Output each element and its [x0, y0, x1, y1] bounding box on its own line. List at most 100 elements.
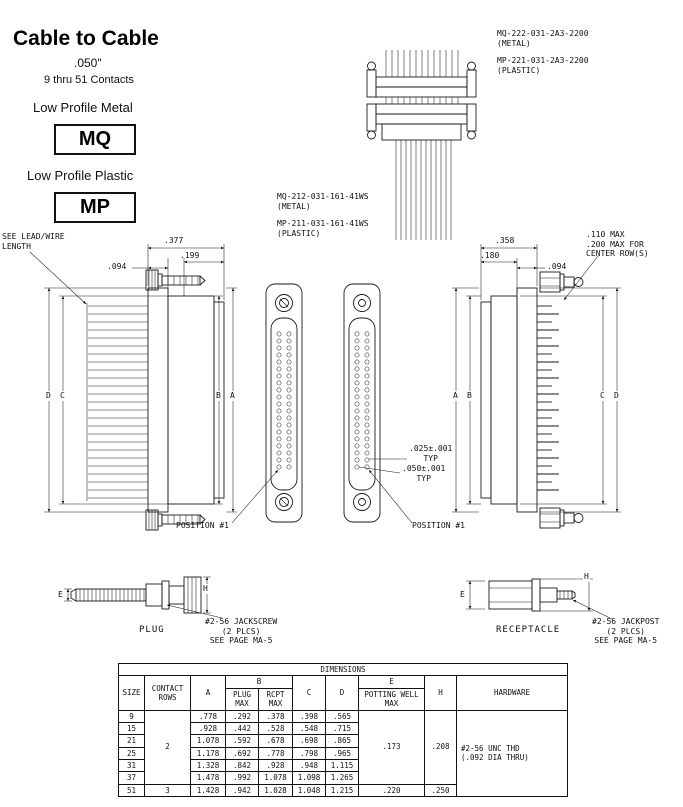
table-cell: 1.115	[325, 758, 359, 773]
table-cell: .942	[225, 783, 259, 798]
col-header-hardware: HARDWARE	[456, 675, 568, 711]
table-cell: .928	[258, 758, 293, 773]
contact-pitch-dim: .025±.001 TYP	[409, 444, 453, 463]
col-header-plug-max: PLUG MAX	[225, 687, 259, 711]
table-cell: .292	[225, 709, 259, 723]
dim-199-label: .199	[180, 251, 200, 260]
contact-row-dim: .050±.001 TYP	[402, 464, 446, 483]
col-header-c: C	[292, 675, 326, 711]
dim-358-label: .358	[495, 236, 515, 245]
jackscrew-note: #2-56 JACKSCREW (2 PLCS) SEE PAGE MA-5	[205, 617, 278, 646]
part-number-mid-plastic: MP-211-031-161-41WS	[277, 219, 369, 228]
table-cell: .928	[190, 721, 226, 736]
table-row: 25 1.178 .692 .778 .798 .965	[118, 746, 568, 761]
table-cell: .992	[225, 771, 259, 785]
col-header-d: D	[325, 675, 359, 711]
part-number-mid-plastic-note: (PLASTIC)	[277, 229, 321, 238]
plug-face-view	[265, 283, 303, 523]
table-cell-contact-rows: 2	[144, 709, 191, 785]
table-cell: 1.478	[190, 771, 226, 785]
table-cell: .378	[258, 709, 293, 723]
page-title: Cable to Cable	[13, 27, 159, 50]
col-header-a: A	[190, 675, 226, 711]
table-cell: .842	[225, 758, 259, 773]
receptacle-side-view	[452, 244, 621, 529]
table-cell: 1.098	[292, 771, 326, 785]
table-cell: 1.328	[190, 758, 226, 773]
table-cell: 15	[118, 721, 145, 736]
tail-length-note: .110 MAX .200 MAX FOR CENTER ROW(S)	[586, 230, 649, 259]
receptacle-dim-e: E	[459, 590, 466, 600]
receptacle-dim-h: H	[583, 572, 590, 582]
pitch-label: .050"	[74, 56, 102, 70]
dim-letter-b-right: B	[466, 391, 473, 401]
metal-series-label: Low Profile Metal	[33, 100, 133, 115]
jackscrew-drawing	[64, 576, 223, 619]
mp-series-code: MP	[54, 192, 136, 223]
part-number-mid-metal-note: (METAL)	[277, 202, 311, 211]
col-header-potting-well: POTTING WELL MAX	[358, 687, 425, 711]
plug-view-label: PLUG	[139, 625, 165, 635]
jackpost-note: #2-56 JACKPOST (2 PLCS) SEE PAGE MA-5	[592, 617, 660, 646]
contacts-range-label: 9 thru 51 Contacts	[44, 74, 134, 86]
table-cell: 1.048	[292, 783, 326, 798]
table-cell: .442	[225, 721, 259, 736]
dim-094-left-label: .094	[107, 262, 127, 271]
table-cell: .778	[190, 709, 226, 723]
table-cell: 1.265	[325, 771, 359, 785]
table-cell: 51	[118, 783, 145, 798]
table-cell-h: .250	[424, 783, 457, 798]
table-cell: 31	[118, 758, 145, 773]
table-cell: .715	[325, 721, 359, 736]
jackpost-drawing	[466, 578, 613, 620]
table-cell: .548	[292, 721, 326, 736]
table-cell: .565	[325, 709, 359, 723]
table-cell: 1.078	[258, 771, 293, 785]
table-cell: .865	[325, 734, 359, 748]
dim-180-label: .180	[480, 251, 500, 260]
part-number-top-metal-note: (METAL)	[497, 39, 531, 48]
hardware-note-cell: #2-56 UNC THD (.092 DIA THRU)	[456, 709, 568, 798]
dim-letter-d-left: D	[45, 391, 52, 401]
table-cell: 37	[118, 771, 145, 785]
table-cell: 25	[118, 746, 145, 761]
col-header-size: SIZE	[118, 675, 145, 711]
table-cell: .948	[292, 758, 326, 773]
table-cell: 1.178	[190, 746, 226, 761]
part-number-top-plastic: MP-221-031-2A3-2200	[497, 56, 589, 65]
table-row: 51 3 1.428 .942 1.028 1.048 1.215 .220 .…	[118, 783, 568, 798]
lead-wire-note: SEE LEAD/WIRE LENGTH	[2, 232, 65, 251]
dim-094-right-label: .094	[547, 262, 567, 271]
col-header-b-group: B	[225, 675, 293, 689]
plug-side-view	[29, 244, 279, 531]
table-cell: 9	[118, 709, 145, 723]
table-cell: 21	[118, 734, 145, 748]
col-header-contact-rows: CONTACT ROWS	[144, 675, 191, 711]
dim-letter-a-right: A	[452, 391, 459, 401]
table-cell: .592	[225, 734, 259, 748]
plug-dim-e: E	[57, 590, 64, 600]
receptacle-view-label: RECEPTACLE	[496, 625, 561, 635]
table-cell: .398	[292, 709, 326, 723]
table-cell-potting-well: .220	[358, 783, 425, 798]
part-number-top-plastic-note: (PLASTIC)	[497, 66, 541, 75]
dim-letter-c-right: C	[599, 391, 606, 401]
table-cell: 1.428	[190, 783, 226, 798]
table-title: DIMENSIONS	[118, 662, 568, 677]
receptacle-face-view	[343, 283, 413, 524]
table-cell-contact-rows: 3	[144, 783, 191, 798]
mated-pair-drawing	[366, 50, 477, 240]
col-header-e-group: E	[358, 675, 425, 689]
part-number-top-metal: MQ-222-031-2A3-2200	[497, 29, 589, 38]
table-cell: 1.078	[190, 734, 226, 748]
table-cell: .678	[258, 734, 293, 748]
table-cell: 1.215	[325, 783, 359, 798]
table-cell-h: .208	[424, 709, 457, 785]
dim-letter-d-right: D	[613, 391, 620, 401]
position-note-left: POSITION #1	[176, 521, 229, 530]
dim-letter-c-left: C	[59, 391, 66, 401]
table-cell-potting-well: .173	[358, 709, 425, 785]
table-cell: .798	[292, 746, 326, 761]
position-note-right: POSITION #1	[412, 521, 465, 530]
